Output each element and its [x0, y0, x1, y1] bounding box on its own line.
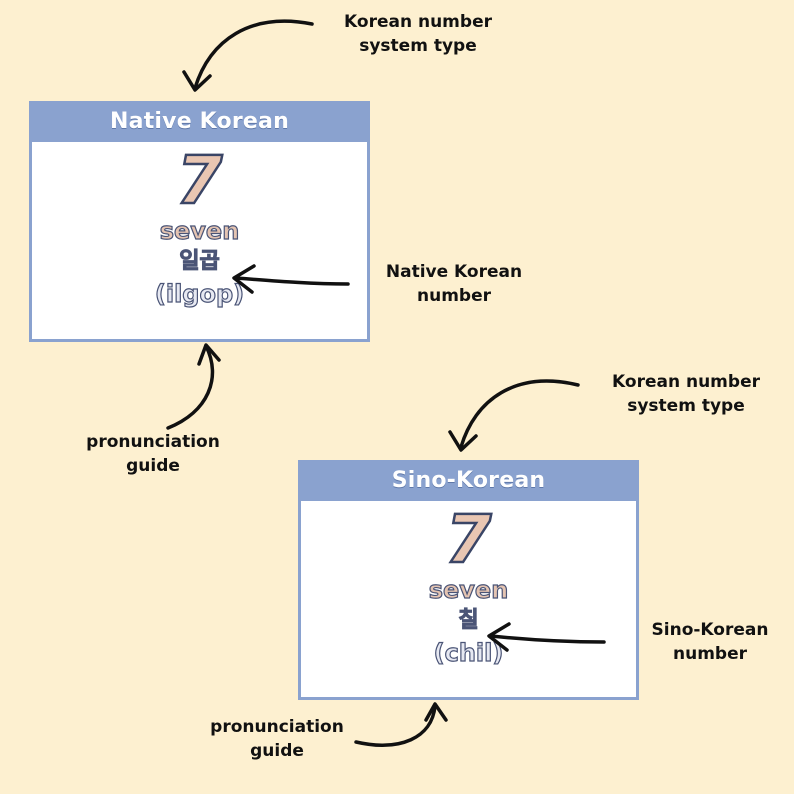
annotation-line: number [672, 644, 747, 664]
annotation-system-type-bottom: Korean number system type [586, 370, 786, 418]
annotation-line: system type [627, 396, 745, 416]
annotation-pronunciation-left: pronunciation guide [68, 430, 238, 478]
arrow-to-sino-pronunciation [354, 702, 448, 747]
annotation-line: guide [126, 456, 180, 476]
arrow-to-sino-header [448, 379, 580, 452]
arrow-to-native-pronunciation [166, 343, 221, 430]
native-korean-card: Native Korean 7 seven 일곱 (ilgop) [29, 101, 370, 342]
arrow-to-native-number [232, 264, 350, 294]
card-header-sino-korean: Sino-Korean [301, 463, 636, 501]
annotation-line: system type [359, 36, 477, 56]
annotation-system-type-top: Korean number system type [318, 10, 518, 58]
english-word: seven [428, 575, 509, 604]
card-body: 7 seven 일곱 (ilgop) [32, 142, 367, 310]
english-word: seven [159, 216, 240, 245]
annotation-line: Korean number [612, 372, 760, 392]
number-digit: 7 [175, 142, 223, 219]
arrow-to-sino-number [487, 622, 606, 652]
annotation-line: guide [250, 741, 304, 761]
arrow-to-native-header [182, 19, 314, 92]
annotation-line: Native Korean [385, 262, 523, 282]
annotation-line: pronunciation [86, 432, 220, 452]
annotation-line: Korean number [344, 12, 492, 32]
annotation-line: pronunciation [210, 717, 344, 737]
korean-word: 칠 [458, 608, 479, 634]
number-digit: 7 [444, 501, 492, 578]
annotation-native-number: Native Korean number [364, 260, 544, 308]
annotation-sino-number: Sino-Korean number [630, 618, 790, 666]
pronunciation-text: (ilgop) [154, 279, 245, 308]
card-header-native-korean: Native Korean [32, 104, 367, 142]
card-body: 7 seven 칠 (chil) [301, 501, 636, 669]
annotation-line: Sino-Korean [651, 620, 769, 640]
korean-word: 일곱 [179, 249, 220, 275]
pronunciation-text: (chil) [433, 638, 504, 667]
sino-korean-card: Sino-Korean 7 seven 칠 (chil) [298, 460, 639, 700]
annotation-pronunciation-bottom: pronunciation guide [192, 715, 362, 763]
annotation-line: number [416, 286, 491, 306]
